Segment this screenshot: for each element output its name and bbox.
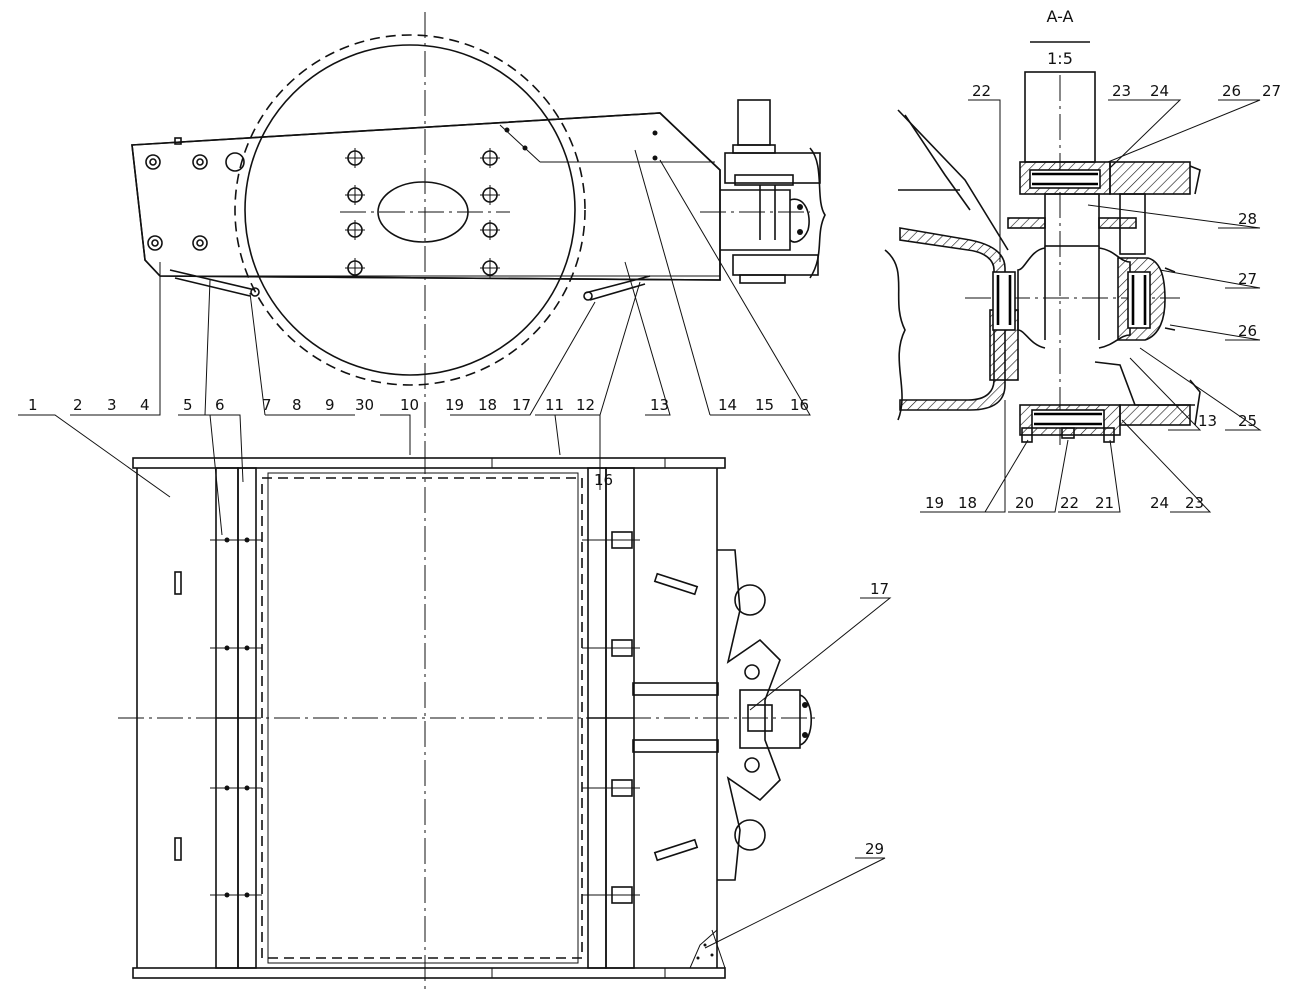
callout-10: 10 [400,396,419,414]
callout-29: 29 [865,840,884,858]
callout-2: 2 [73,396,83,414]
callout-23: 23 [1185,494,1204,512]
callout-9: 9 [325,396,335,414]
plan-view [118,448,820,990]
callout-24-top: 24 [1150,82,1169,100]
callout-16: 16 [790,396,809,414]
callout-4: 4 [140,396,150,414]
side-plate [131,112,721,281]
section-scale: 1:5 [1047,49,1073,68]
callout-23-top: 23 [1112,82,1131,100]
callout-11: 11 [545,396,564,414]
drive-unit [700,99,826,284]
callout-12: 12 [576,396,595,414]
side-view [131,12,826,470]
callout-17: 17 [870,580,889,598]
section-title: A-A [1047,7,1074,26]
callout-5: 5 [183,396,193,414]
callout-22: 22 [1060,494,1079,512]
bolt-holes-left [145,152,245,251]
callout-1: 1 [28,396,38,414]
callout-25: 25 [1238,412,1257,430]
callout-28: 28 [1238,210,1257,228]
callout-30: 30 [355,396,374,414]
callout-13: 13 [650,396,669,414]
callout-19: 19 [925,494,944,512]
callout-19-side: 19 [445,396,464,414]
callout-18-side: 18 [478,396,497,414]
callout-6: 6 [215,396,225,414]
drive-bracket [632,549,812,969]
callout-17-side: 17 [512,396,531,414]
callout-22-top: 22 [972,82,991,100]
callout-14: 14 [718,396,737,414]
callout-18: 18 [958,494,977,512]
callout-leaders [18,99,1262,949]
rib-marks [210,531,640,904]
bolt-holes-center [345,148,500,278]
callout-27-top: 27 [1262,82,1281,100]
drum-outline [244,44,576,376]
drum-outline-dashed [234,34,586,386]
callout-8: 8 [292,396,302,414]
callout-26: 26 [1238,322,1257,340]
callout-27: 27 [1238,270,1257,288]
callout-13-section: 13 [1198,412,1217,430]
scraper-pins [169,269,651,301]
callout-26-top: 26 [1222,82,1241,100]
callout-24: 24 [1150,494,1169,512]
callout-21: 21 [1095,494,1114,512]
callout-7: 7 [262,396,272,414]
section-a-a: A-A 1:5 [884,7,1201,445]
callout-16-plan: 16 [594,471,613,489]
callout-15: 15 [755,396,774,414]
callout-labels: 1 2 3 4 5 6 7 8 9 30 10 19 18 17 11 12 1… [28,82,1281,858]
callout-20: 20 [1015,494,1034,512]
callout-3: 3 [107,396,117,414]
